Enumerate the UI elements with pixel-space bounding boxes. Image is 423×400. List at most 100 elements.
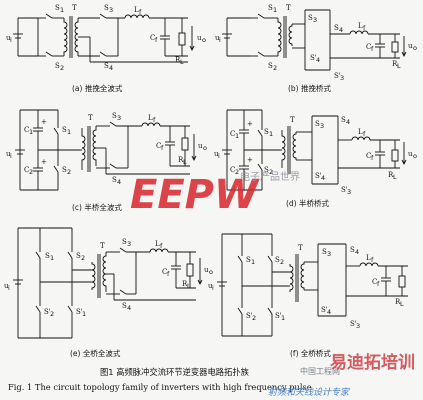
panel-b [222,9,407,71]
eepw-watermark: EEPW 电子产品世界 [130,170,300,218]
label-s1-sub-b: 1 [273,6,277,14]
label-s3-e: S [122,238,127,246]
site-watermark-1: 中国工程网 [300,367,340,376]
eepw-logo-cn: 电子产品世界 [240,170,300,183]
panel-e-labels: u i S 1 S 2 S' 2 S' 1 T S 3 S 4 L f C f … [4,238,213,358]
label-s4p-sub-f: 4 [327,308,331,316]
label-cf-d: C [366,152,371,160]
label-cf-sub-f: f [377,280,380,288]
label-s1-sub-d: 1 [269,130,273,138]
label-s4-f: S [350,246,355,254]
label-s1-sub-a: 1 [60,6,64,14]
label-s3-sub-f: 3 [327,250,331,258]
label-uo-sub-b: o [413,44,417,52]
label-s4p-d: S' [315,172,322,180]
label-lf-sub-b: f [363,24,366,32]
label-s3-a: S [104,4,109,12]
label-s1-e: S [45,252,50,260]
label-s4-sub-d: 4 [346,118,350,126]
label-rl-sub-a: L [180,58,184,66]
label-cf-sub-e: f [167,270,170,278]
label-s1p-sub-f: 1 [281,314,285,322]
label-s3p-sub-b: 3 [340,74,344,82]
label-ui-c: u [6,150,11,158]
panel-a-labels: u i S 1 S 2 T S 3 S 4 L f C f R L u o (a… [6,4,206,93]
label-s1-sub-f: 1 [251,258,255,266]
label-s3-sub-e: 3 [127,240,131,248]
label-s2p-sub-f: 2 [252,314,256,322]
label-s2-sub-e: 2 [81,254,85,262]
panel-e-caption: (e) 全桥全波式 [70,348,121,358]
figure-caption-en: Fig. 1 The circuit topology family of in… [8,382,312,392]
label-s3p-b: S' [334,72,341,80]
label-s4-b: S [334,24,339,32]
label-s3-sub-d: 3 [320,122,324,130]
label-s3-d: S [315,120,320,128]
panel-a-caption: (a) 推挽全波式 [72,83,123,93]
label-s3-sub-c: 3 [117,114,121,122]
label-plus2-d: + [247,156,253,164]
label-s3-f: S [322,248,327,256]
eepw-logo: EEPW [130,172,260,218]
panel-d-labels: u i C 1 C 2 + + S 1 S 2 T S 3 S 4 S' 4 S… [214,116,417,208]
label-lf-sub-c: f [153,116,156,124]
label-s3p-f: S' [350,320,357,328]
label-s2-sub-b: 2 [273,64,277,72]
label-s2-f: S [275,256,280,264]
label-s4-e: S [122,302,127,310]
label-s2-d: S [264,166,269,174]
label-rl-sub-e: L [187,282,191,290]
label-cf-f: C [372,278,377,286]
label-c1-sub-d: 1 [235,132,239,140]
label-uo-sub-a: o [202,36,206,44]
label-rl-sub-b: L [397,62,401,70]
label-plus1-d: + [247,120,253,128]
label-s2-sub-a: 2 [60,64,64,72]
label-c1-c: C [24,126,29,134]
label-s2p-sub-e: 2 [50,310,54,318]
label-s3-sub-b: 3 [313,16,317,24]
label-s1p-e: S' [76,308,83,316]
label-s4-sub-b: 4 [339,26,343,34]
label-s2p-f: S' [246,312,253,320]
site-watermark-2: 射频和天线设计专家 [268,388,350,398]
panel-f [217,233,408,337]
label-s2-sub-d: 2 [269,168,273,176]
label-uo-sub-c: o [203,144,207,152]
panel-a [13,13,195,63]
label-cf-sub-c: f [161,144,164,152]
label-cf-c: C [156,142,161,150]
panel-f-caption: (f) 全桥桥式 [290,348,331,358]
label-s4p-sub-d: 4 [321,174,325,182]
label-rl-sub-f: L [400,300,404,308]
label-ui-sub-b: i [219,36,221,44]
label-lf-a: L [134,6,139,14]
label-s3p-d: S' [341,186,348,194]
label-cf-b: C [366,43,371,51]
label-s4-sub-f: 4 [355,248,359,256]
label-t-f: T [298,244,303,252]
label-s1p-f: S' [275,312,282,320]
label-lf-c: L [148,114,153,122]
label-s2p-e: S' [44,308,51,316]
label-rl-b: R [392,60,398,68]
label-ui-sub-d: i [218,152,220,160]
label-plus2-c: + [41,158,47,166]
label-s4-d: S [341,116,346,124]
label-t-a: T [72,4,77,12]
label-cf-e: C [162,268,167,276]
label-lf-sub-a: f [139,8,142,16]
label-s2-sub-f: 2 [280,258,284,266]
label-s2-a: S [55,62,60,70]
panel-b-caption: (b) 推挽桥式 [288,83,331,93]
label-s4p-f: S' [321,306,328,314]
label-rl-d: R [388,171,394,179]
label-ui-sub-a: i [10,36,12,44]
panel-d-caption: (d) 半桥桥式 [286,198,329,208]
label-s3p-sub-d: 3 [347,188,351,196]
label-lf-f: L [366,254,371,262]
label-rl-f: R [395,298,401,306]
label-s1-c: S [62,126,67,134]
label-s3-c: S [112,112,117,120]
label-c2-d: C [230,166,235,174]
